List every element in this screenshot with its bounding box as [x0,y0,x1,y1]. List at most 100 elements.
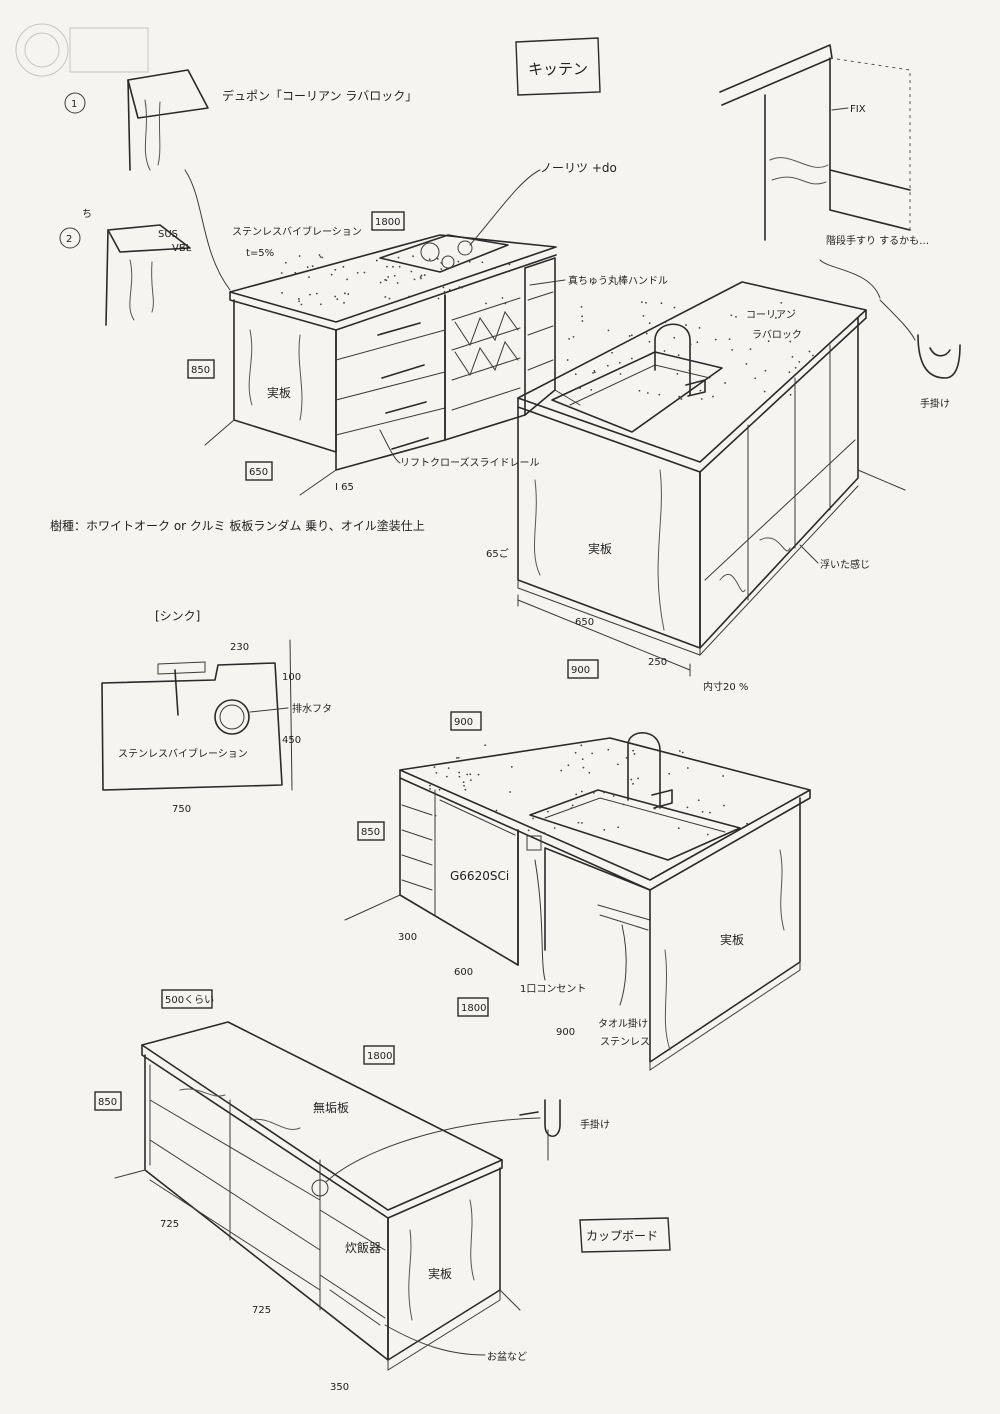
stipple-dot [722,775,725,777]
stipple-dot [387,258,389,261]
stipple-dot [697,799,700,802]
stipple-dot [468,260,471,263]
stipple-dot [701,810,704,813]
stipple-dot [724,382,727,384]
stipple-dot [290,274,293,277]
stipple-dot [579,387,581,390]
detail-1: 1 デュポン「コーリアン ラバロック」 [64,69,417,171]
stipple-dot [436,257,439,260]
svg-text:炊飯器: 炊飯器 [345,1240,381,1255]
stipple-dot [466,773,469,776]
stipple-dot [763,390,766,393]
stipple-dot [723,804,725,807]
svg-text:SUS: SUS [158,229,178,240]
stipple-dot [681,751,684,754]
stipple-dot [464,788,467,791]
stipple-dot [590,388,593,391]
svg-text:手掛け: 手掛け [580,1118,610,1131]
stipple-dot [300,303,303,306]
svg-text:100: 100 [282,672,301,683]
stipple-dot [746,822,748,825]
window-fix-sketch: FIX 階段手すり するかも… [719,44,929,299]
stipple-dot [334,295,337,298]
stipple-dot [593,371,596,374]
stipple-dot [793,309,795,312]
stipple-dot [582,766,585,769]
stipple-dot [678,750,681,752]
svg-text:無垢板: 無垢板 [313,1100,349,1115]
stipple-dot [712,395,714,398]
svg-text:650: 650 [575,617,594,628]
stipple-dot [494,267,497,270]
svg-text:1800: 1800 [375,217,400,228]
stipple-dot [315,292,318,295]
stipple-dot [384,278,387,281]
stipple-dot [532,817,534,820]
stipple-dot [637,777,639,780]
stipple-dot [668,772,671,775]
stipple-dot [457,260,460,263]
svg-text:650: 650 [249,467,268,478]
stipple-dot [280,272,283,274]
stipple-dot [297,298,300,300]
stipple-dot [447,767,450,770]
stipple-dot [580,790,583,793]
stipple-dot [309,293,311,296]
stipple-dot [412,255,414,258]
stipple-dot [780,301,783,304]
stipple-dot [484,744,487,747]
stipple-dot [632,782,634,785]
svg-text:750: 750 [172,804,191,815]
stamp-logo [15,23,149,77]
stipple-dot [706,833,709,836]
stipple-dot [689,343,692,346]
stipple-dot [481,261,484,264]
svg-text:500くらい: 500くらい [165,994,214,1006]
stipple-dot [612,795,615,797]
stipple-dot [688,369,691,372]
stipple-dot [611,351,613,354]
svg-text:ステンレス: ステンレス [600,1037,650,1048]
stipple-dot [677,827,680,830]
stipple-dot [343,292,346,295]
stipple-dot [501,297,504,299]
stipple-dot [640,301,643,304]
stipple-dot [812,354,814,357]
stipple-dot [363,271,366,274]
svg-text:ステンレスバイブレーション: ステンレスバイブレーション [232,225,362,238]
stipple-dot [574,751,577,754]
stipple-dot [495,809,498,812]
stipple-dot [735,315,737,318]
stipple-dot [319,303,322,306]
stipple-dot [603,791,605,794]
stipple-dot [618,361,621,364]
svg-text:900: 900 [454,717,473,728]
stipple-dot [673,306,676,309]
svg-text:リフトクローズスライドレール: リフトクローズスライドレール [400,456,540,469]
stipple-dot [581,315,584,318]
svg-text:2: 2 [66,234,72,245]
stipple-dot [543,832,546,834]
stipple-dot [461,286,464,289]
stipple-dot [435,771,438,774]
stipple-dot [388,297,391,300]
svg-text:階段手すり するかも…: 階段手すり するかも… [826,234,929,247]
stipple-dot [798,361,801,363]
stipple-dot [664,321,667,324]
stipple-dot [673,336,676,339]
stipple-dot [462,781,465,784]
stipple-dot [619,373,622,375]
stipple-dot [379,281,382,284]
svg-text:900: 900 [556,1027,575,1038]
detail-2: ち 2 SUS VBL ステンレスバイブレーション t=5% [59,208,362,326]
stipple-dot [630,778,633,781]
stipple-dot [392,265,394,268]
stipple-dot [458,775,461,778]
stipple-dot [336,298,339,301]
svg-text:デュポン「コーリアン ラバロック」: デュポン「コーリアン ラバロック」 [222,88,417,103]
stipple-dot [420,274,423,277]
stipple-dot [617,763,619,766]
stipple-dot [527,829,530,832]
stipple-dot [709,811,711,814]
